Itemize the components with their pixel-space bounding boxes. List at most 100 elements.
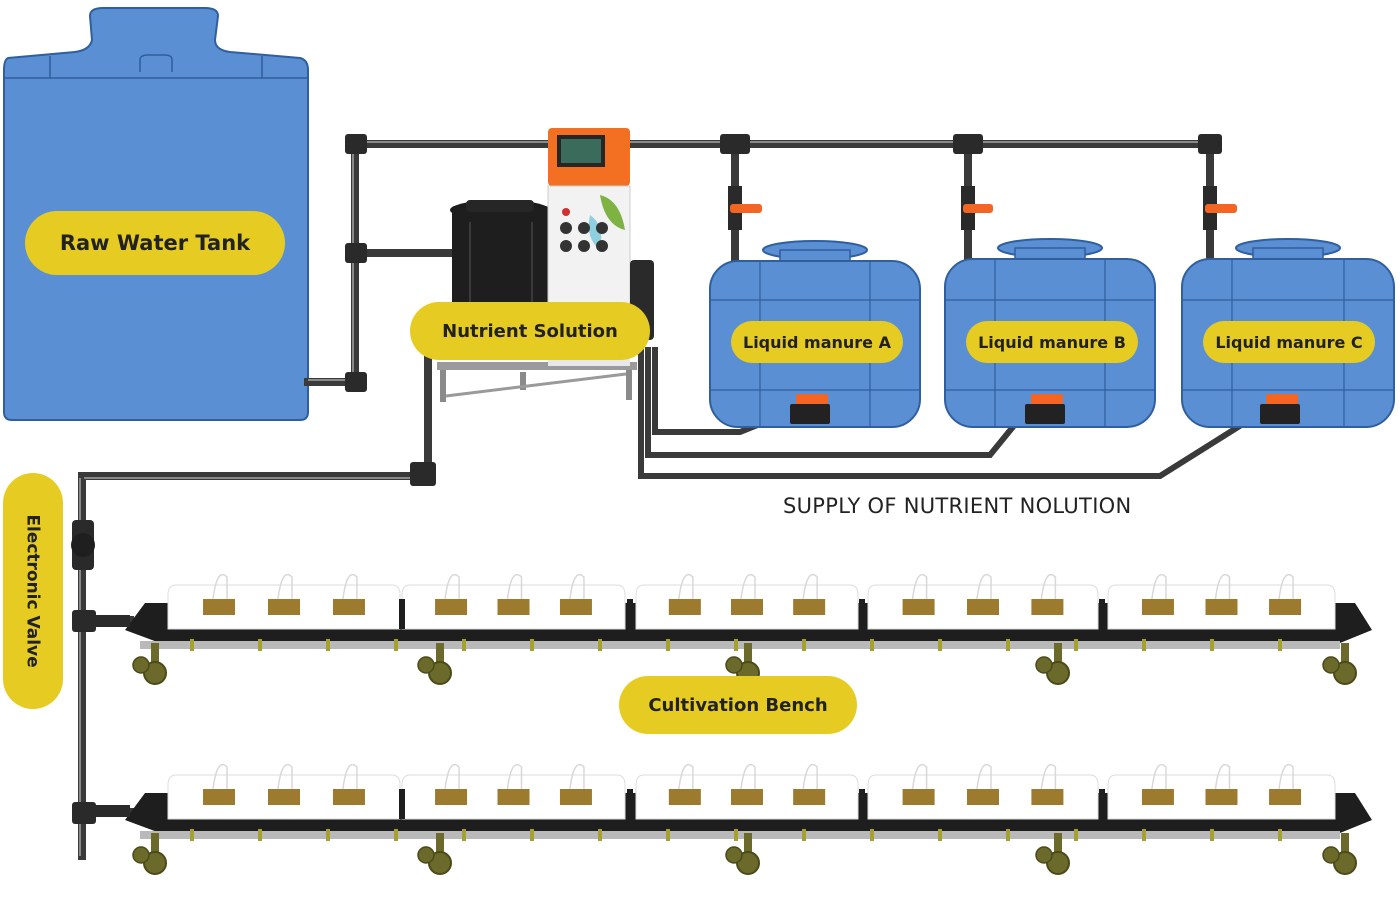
rail-clip bbox=[394, 829, 398, 841]
plant-pot bbox=[1205, 599, 1238, 615]
drip-line bbox=[976, 763, 992, 790]
rail-clip bbox=[598, 639, 602, 651]
plant-pot bbox=[497, 599, 530, 615]
wheel-post bbox=[1054, 643, 1062, 665]
plant-pot bbox=[332, 599, 365, 615]
drip-line bbox=[740, 573, 756, 600]
drip-line bbox=[444, 763, 460, 790]
caster-wheel bbox=[1322, 656, 1340, 674]
bench-divider bbox=[859, 789, 865, 819]
cultivation-bench-icon bbox=[96, 763, 1372, 875]
drip-line bbox=[277, 573, 293, 600]
plant-pot bbox=[793, 599, 826, 615]
caster-wheel bbox=[417, 656, 435, 674]
rail-clip bbox=[190, 829, 194, 841]
rail-clip bbox=[462, 639, 466, 651]
wheel-post bbox=[151, 833, 159, 855]
rail-clip bbox=[666, 639, 670, 651]
caster-wheel bbox=[725, 846, 743, 864]
plant-pot bbox=[1205, 789, 1238, 805]
rail-clip bbox=[734, 829, 738, 841]
rail-clip bbox=[1278, 829, 1282, 841]
rail-clip bbox=[802, 639, 806, 651]
plant-pot bbox=[1031, 789, 1064, 805]
drip-line bbox=[1040, 573, 1057, 600]
rail-clip bbox=[1210, 829, 1214, 841]
supply-caption-text: SUPPLY OF NUTRIENT NOLUTION bbox=[783, 494, 1132, 518]
cultivation-bench-text: Cultivation Bench bbox=[648, 694, 828, 716]
drip-line bbox=[802, 763, 818, 790]
drip-line bbox=[212, 763, 228, 790]
wheel-post bbox=[436, 643, 444, 665]
rail-clip bbox=[1074, 829, 1078, 841]
wheel-post bbox=[151, 643, 159, 665]
plant-pot bbox=[268, 599, 300, 615]
bench-rail bbox=[140, 641, 1340, 649]
caster-wheel bbox=[132, 656, 150, 674]
plant-pot bbox=[967, 599, 999, 615]
wheel-post bbox=[1054, 833, 1062, 855]
plant-pot bbox=[203, 599, 236, 615]
cultivation-bench-icon bbox=[96, 573, 1372, 685]
rail-clip bbox=[666, 829, 670, 841]
plant-pot bbox=[559, 789, 592, 805]
bench-divider bbox=[627, 599, 633, 629]
plant-pot bbox=[332, 789, 365, 805]
drip-line bbox=[1151, 573, 1167, 600]
caster-wheel bbox=[1035, 846, 1053, 864]
wheel-post bbox=[1341, 643, 1349, 665]
pipe-fittings bbox=[71, 134, 1222, 824]
rail-clip bbox=[1006, 829, 1010, 841]
plant-pot bbox=[731, 789, 763, 805]
drip-line bbox=[277, 763, 293, 790]
plant-pot bbox=[435, 599, 468, 615]
liquid-manure-c-label: Liquid manure C bbox=[1203, 321, 1375, 363]
bench-divider bbox=[627, 789, 633, 819]
liquid-manure-c-text: Liquid manure C bbox=[1215, 332, 1363, 352]
drip-line bbox=[976, 573, 992, 600]
liquid-manure-b-text: Liquid manure B bbox=[978, 332, 1126, 352]
plant-pot bbox=[268, 789, 300, 805]
ball-valve-icon bbox=[728, 186, 1237, 230]
rail-clip bbox=[462, 829, 466, 841]
bench-divider bbox=[399, 789, 405, 819]
rail-clip bbox=[530, 639, 534, 651]
drip-line bbox=[1151, 763, 1167, 790]
plant-pot bbox=[1141, 789, 1174, 805]
caster-wheel bbox=[1035, 656, 1053, 674]
caster-wheel bbox=[725, 656, 743, 674]
wheel-post bbox=[744, 833, 752, 855]
drip-line bbox=[506, 763, 523, 790]
drip-line bbox=[1214, 573, 1231, 600]
rail-clip bbox=[326, 639, 330, 651]
bench-inlet bbox=[96, 805, 130, 817]
plant-pot bbox=[967, 789, 999, 805]
plant-pot bbox=[559, 599, 592, 615]
plant-pot bbox=[203, 789, 236, 805]
rail-clip bbox=[870, 639, 874, 651]
plant-pot bbox=[1141, 599, 1174, 615]
bench-divider bbox=[399, 599, 405, 629]
drip-line bbox=[569, 573, 585, 600]
drip-line bbox=[444, 573, 460, 600]
drip-line bbox=[1278, 573, 1294, 600]
fertigation-controller-icon bbox=[437, 128, 654, 402]
plant-pot bbox=[1269, 789, 1302, 805]
cultivation-bench-label: Cultivation Bench bbox=[619, 676, 857, 734]
rail-clip bbox=[190, 639, 194, 651]
wheel-post bbox=[744, 643, 752, 665]
plant-pot bbox=[793, 789, 826, 805]
plant-pot bbox=[1031, 599, 1064, 615]
bench-inlet bbox=[96, 615, 130, 627]
drip-line bbox=[342, 763, 358, 790]
electronic-valve-label: Electronic Valve bbox=[3, 473, 63, 709]
supply-caption: SUPPLY OF NUTRIENT NOLUTION bbox=[783, 494, 1132, 518]
rail-clip bbox=[802, 829, 806, 841]
bench-divider bbox=[1099, 789, 1105, 819]
rail-clip bbox=[394, 639, 398, 651]
rail-clip bbox=[734, 639, 738, 651]
drip-line bbox=[678, 763, 694, 790]
rail-clip bbox=[258, 829, 262, 841]
nutrient-solution-text: Nutrient Solution bbox=[442, 320, 618, 342]
